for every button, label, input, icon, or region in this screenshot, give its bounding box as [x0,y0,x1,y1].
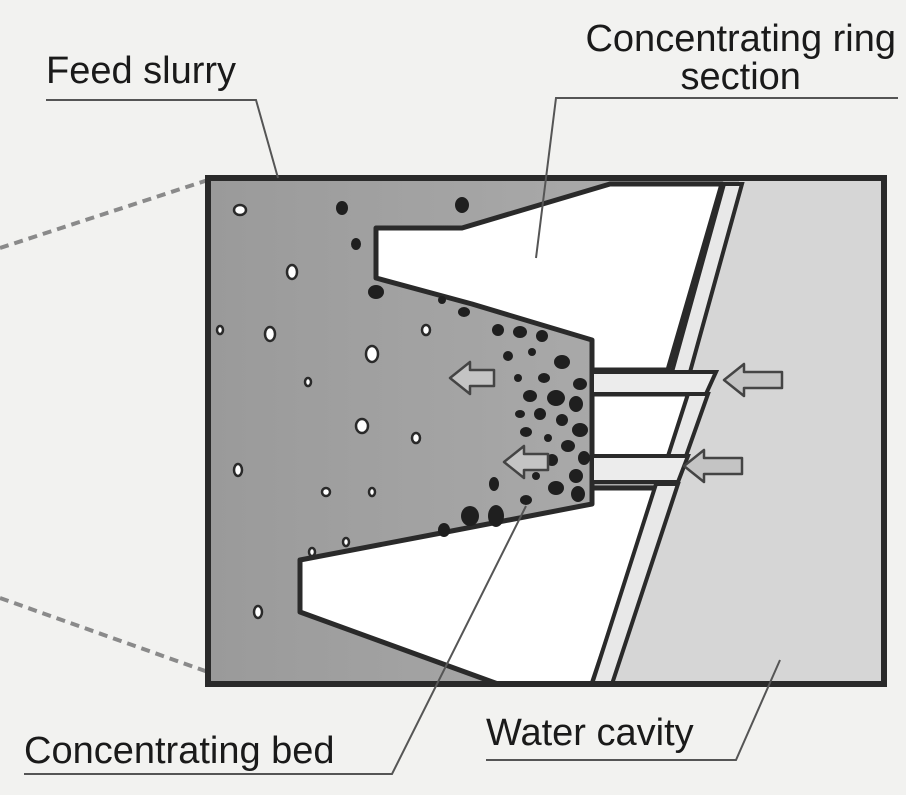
light-particles [215,203,432,620]
zoom-line-bottom [0,596,209,674]
fluidize-arrow-bottom [502,444,550,480]
zoom-line-top [0,178,209,250]
leader-lines [24,97,898,775]
leader-ring-section [535,97,898,259]
water-inflow-arrow-top [722,362,784,398]
water-cavity-label: Water cavity [486,712,694,754]
flow-arrows [448,360,784,484]
water-jet-channel-bottom [590,454,691,484]
cavity-wall-mid [665,392,711,458]
ring-label-line2: section [680,56,801,98]
ring-label-line1: Concentrating ring [585,18,896,60]
concentrating-bed-label: Concentrating bed [24,730,335,772]
cavity-wall [669,182,745,374]
water-jet-channel-top [590,370,720,396]
leader-feed-slurry [46,99,279,179]
concentrating-ring-section-label: Concentrating ring section [585,20,896,96]
heavy-particles [336,197,590,537]
feed-slurry-label: Feed slurry [46,50,237,92]
water-inflow-arrow-bottom [682,448,744,484]
fluidize-arrow-top [448,360,496,396]
leader-water-cavity [486,659,781,761]
leader-concentrating-bed [24,505,527,775]
water-cavity-region [608,178,884,684]
